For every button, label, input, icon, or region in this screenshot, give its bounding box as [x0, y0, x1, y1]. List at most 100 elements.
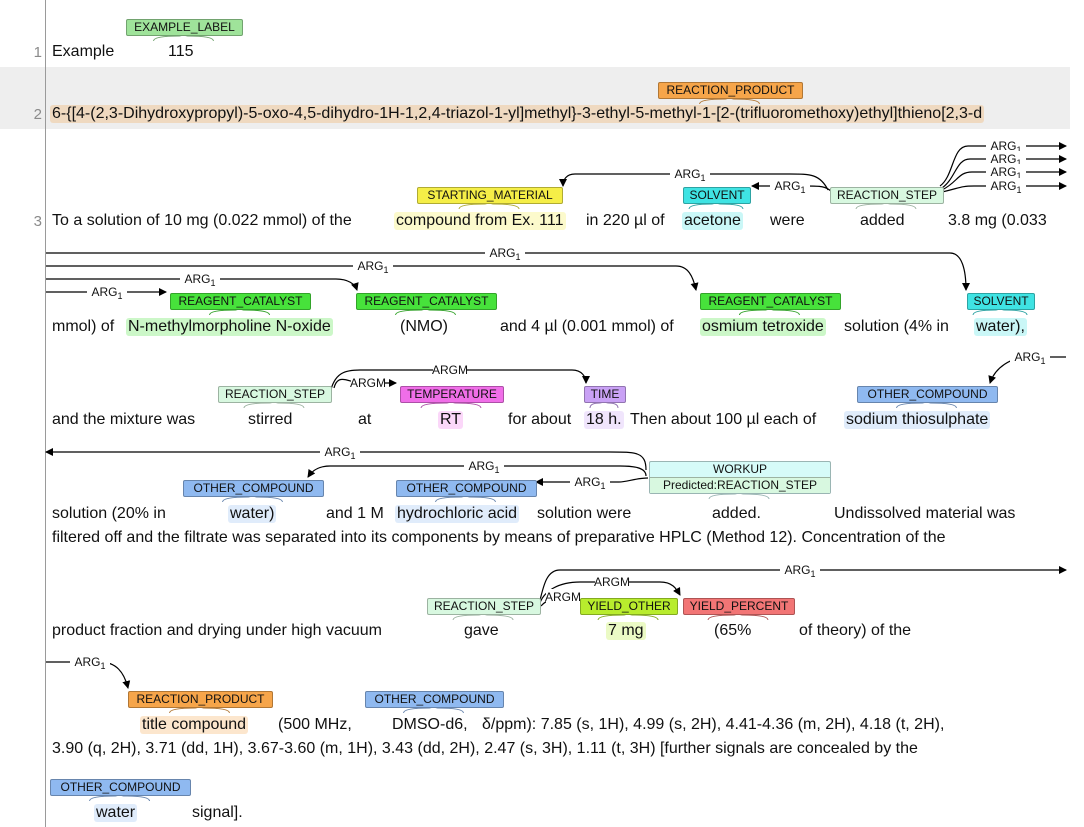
entity-label-text: STARTING_MATERIAL: [427, 188, 553, 202]
token-text[interactable]: for about: [508, 411, 572, 428]
token-text[interactable]: (65%: [714, 622, 752, 639]
token-text[interactable]: DMSO-d6,: [392, 716, 468, 733]
entity-label-reagent-catalyst[interactable]: REAGENT_CATALYST: [356, 293, 497, 310]
token-text[interactable]: water: [94, 804, 138, 822]
token-text[interactable]: RT: [438, 411, 464, 429]
entity-label-temperature[interactable]: TEMPERATURE: [400, 386, 504, 403]
token-text[interactable]: Then about 100 µl each of: [630, 411, 817, 428]
token-text[interactable]: title compound: [140, 716, 249, 734]
relation-label: ARGM: [545, 590, 581, 604]
token-text[interactable]: Undissolved material was: [834, 505, 1016, 522]
token-text[interactable]: 7 mg: [606, 622, 646, 640]
entity-label-other-compound[interactable]: OTHER_COMPOUND: [365, 691, 504, 708]
token-text[interactable]: gave: [464, 622, 499, 639]
token-text[interactable]: water): [228, 505, 277, 523]
token-text[interactable]: solution were: [537, 505, 632, 522]
relation-arc[interactable]: [307, 465, 647, 478]
relation-label: ARG1: [784, 563, 815, 579]
token-text[interactable]: mmol) of: [52, 318, 115, 335]
token-text[interactable]: solution (4% in: [844, 318, 949, 335]
token-text[interactable]: and the mixture was: [52, 411, 196, 428]
token-text[interactable]: osmium tetroxide: [700, 318, 826, 336]
token-text[interactable]: 18 h.: [584, 411, 624, 429]
relation-label: ARG1: [990, 165, 1021, 181]
line-highlight: [0, 67, 1070, 129]
entity-label-reaction-step[interactable]: REACTION_STEP: [830, 187, 944, 204]
relation-arc[interactable]: [941, 168, 1067, 191]
entity-label-example-label[interactable]: EXAMPLE_LABEL: [126, 19, 243, 36]
token-text[interactable]: To a solution of 10 mg (0.022 mmol) of t…: [52, 212, 352, 229]
relation-arc[interactable]: [535, 477, 649, 486]
entity-label-text: OTHER_COMPOUND: [193, 481, 314, 495]
entity-label-yield-other[interactable]: YIELD_OTHER: [580, 598, 678, 615]
token-text[interactable]: compound from Ex. 111: [394, 212, 566, 230]
entity-label-text: REACTION_PRODUCT: [136, 692, 265, 706]
relation-arc[interactable]: [46, 661, 131, 689]
entity-label-text: REAGENT_CATALYST: [178, 294, 303, 308]
entity-label-other-compound[interactable]: OTHER_COMPOUND: [396, 480, 537, 497]
token-text[interactable]: were: [770, 212, 805, 229]
relation-arc[interactable]: [939, 142, 1067, 187]
relation-arc[interactable]: [45, 448, 647, 471]
token-text[interactable]: 6-{[4-(2,3-Dihydroxypropyl)-5-oxo-4,5-di…: [50, 105, 985, 123]
relation-label-bg: [770, 178, 810, 192]
entity-label-text: SOLVENT: [689, 188, 745, 202]
entity-label-yield-percent[interactable]: YIELD_PERCENT: [683, 598, 795, 615]
entity-label-starting-material[interactable]: STARTING_MATERIAL: [417, 187, 563, 204]
token-text[interactable]: signal].: [192, 804, 243, 821]
entity-label-other-compound[interactable]: OTHER_COMPOUND: [50, 779, 191, 796]
relation-label: ARG1: [990, 152, 1021, 168]
entity-label-reaction-product[interactable]: REACTION_PRODUCT: [658, 82, 803, 99]
entity-label-time[interactable]: TIME: [584, 386, 626, 403]
token-text[interactable]: stirred: [248, 411, 293, 428]
relation-label: ARG1: [324, 445, 355, 461]
token-text[interactable]: (NMO): [400, 318, 448, 335]
relation-arc[interactable]: [751, 182, 833, 193]
relation-arc[interactable]: [46, 265, 699, 291]
token-text[interactable]: in 220 µl of: [586, 212, 665, 229]
token-text[interactable]: at: [358, 411, 372, 428]
relation-label-bg: [546, 589, 580, 603]
token-text[interactable]: and 1 M: [326, 505, 384, 522]
token-text[interactable]: filtered off and the filtrate was separa…: [52, 529, 946, 546]
entity-label-solvent[interactable]: SOLVENT: [967, 293, 1035, 310]
token-text[interactable]: Example: [52, 43, 115, 60]
token-text[interactable]: added: [860, 212, 905, 229]
relation-arc[interactable]: [540, 593, 575, 607]
token-text[interactable]: hydrochloric acid: [395, 505, 520, 523]
token-text[interactable]: acetone: [682, 212, 743, 230]
relation-arc[interactable]: [333, 378, 397, 389]
token-text[interactable]: 3.8 mg (0.033: [948, 212, 1047, 229]
token-text[interactable]: water),: [974, 318, 1027, 336]
entity-label-text: OTHER_COMPOUND: [374, 692, 495, 706]
relation-label-bg: [353, 258, 393, 272]
token-text[interactable]: added.: [712, 505, 761, 522]
entity-label-reagent-catalyst[interactable]: REAGENT_CATALYST: [700, 293, 841, 310]
entity-label-solvent[interactable]: SOLVENT: [683, 187, 751, 204]
entity-label-reaction-product[interactable]: REACTION_PRODUCT: [128, 691, 273, 708]
relation-arc[interactable]: [46, 278, 359, 291]
relation-label: ARGM: [594, 575, 630, 589]
token-text[interactable]: 115: [168, 43, 194, 60]
token-text[interactable]: sodium thiosulphate: [844, 411, 991, 429]
token-text[interactable]: and 4 µl (0.001 mmol) of: [500, 318, 674, 335]
token-text[interactable]: of theory) of the: [799, 622, 912, 639]
token-text[interactable]: δ/ppm): 7.85 (s, 1H), 4.99 (s, 2H), 4.41…: [482, 716, 945, 733]
relation-arc[interactable]: [988, 356, 1066, 384]
entity-label-other-compound[interactable]: OTHER_COMPOUND: [857, 386, 998, 403]
entity-label-reaction-step[interactable]: REACTION_STEP: [218, 386, 332, 403]
entity-label-text: OTHER_COMPOUND: [60, 780, 181, 794]
entity-label-reaction-step[interactable]: REACTION_STEP: [427, 598, 541, 615]
token-text[interactable]: solution (20% in: [52, 505, 166, 522]
relation-arc[interactable]: [941, 182, 1067, 193]
token-text[interactable]: (500 MHz,: [278, 716, 352, 733]
token-text[interactable]: 3.90 (q, 2H), 3.71 (dd, 1H), 3.67-3.60 (…: [52, 740, 918, 757]
token-text[interactable]: product fraction and drying under high v…: [52, 622, 382, 639]
entity-label-reagent-catalyst[interactable]: REAGENT_CATALYST: [170, 293, 311, 310]
entity-label-other-compound[interactable]: OTHER_COMPOUND: [183, 480, 324, 497]
token-text[interactable]: N-methylmorpholine N-oxide: [126, 318, 333, 336]
relation-arc[interactable]: [941, 155, 1067, 189]
entity-label-text: REAGENT_CATALYST: [708, 294, 833, 308]
relation-arc[interactable]: [46, 252, 970, 291]
